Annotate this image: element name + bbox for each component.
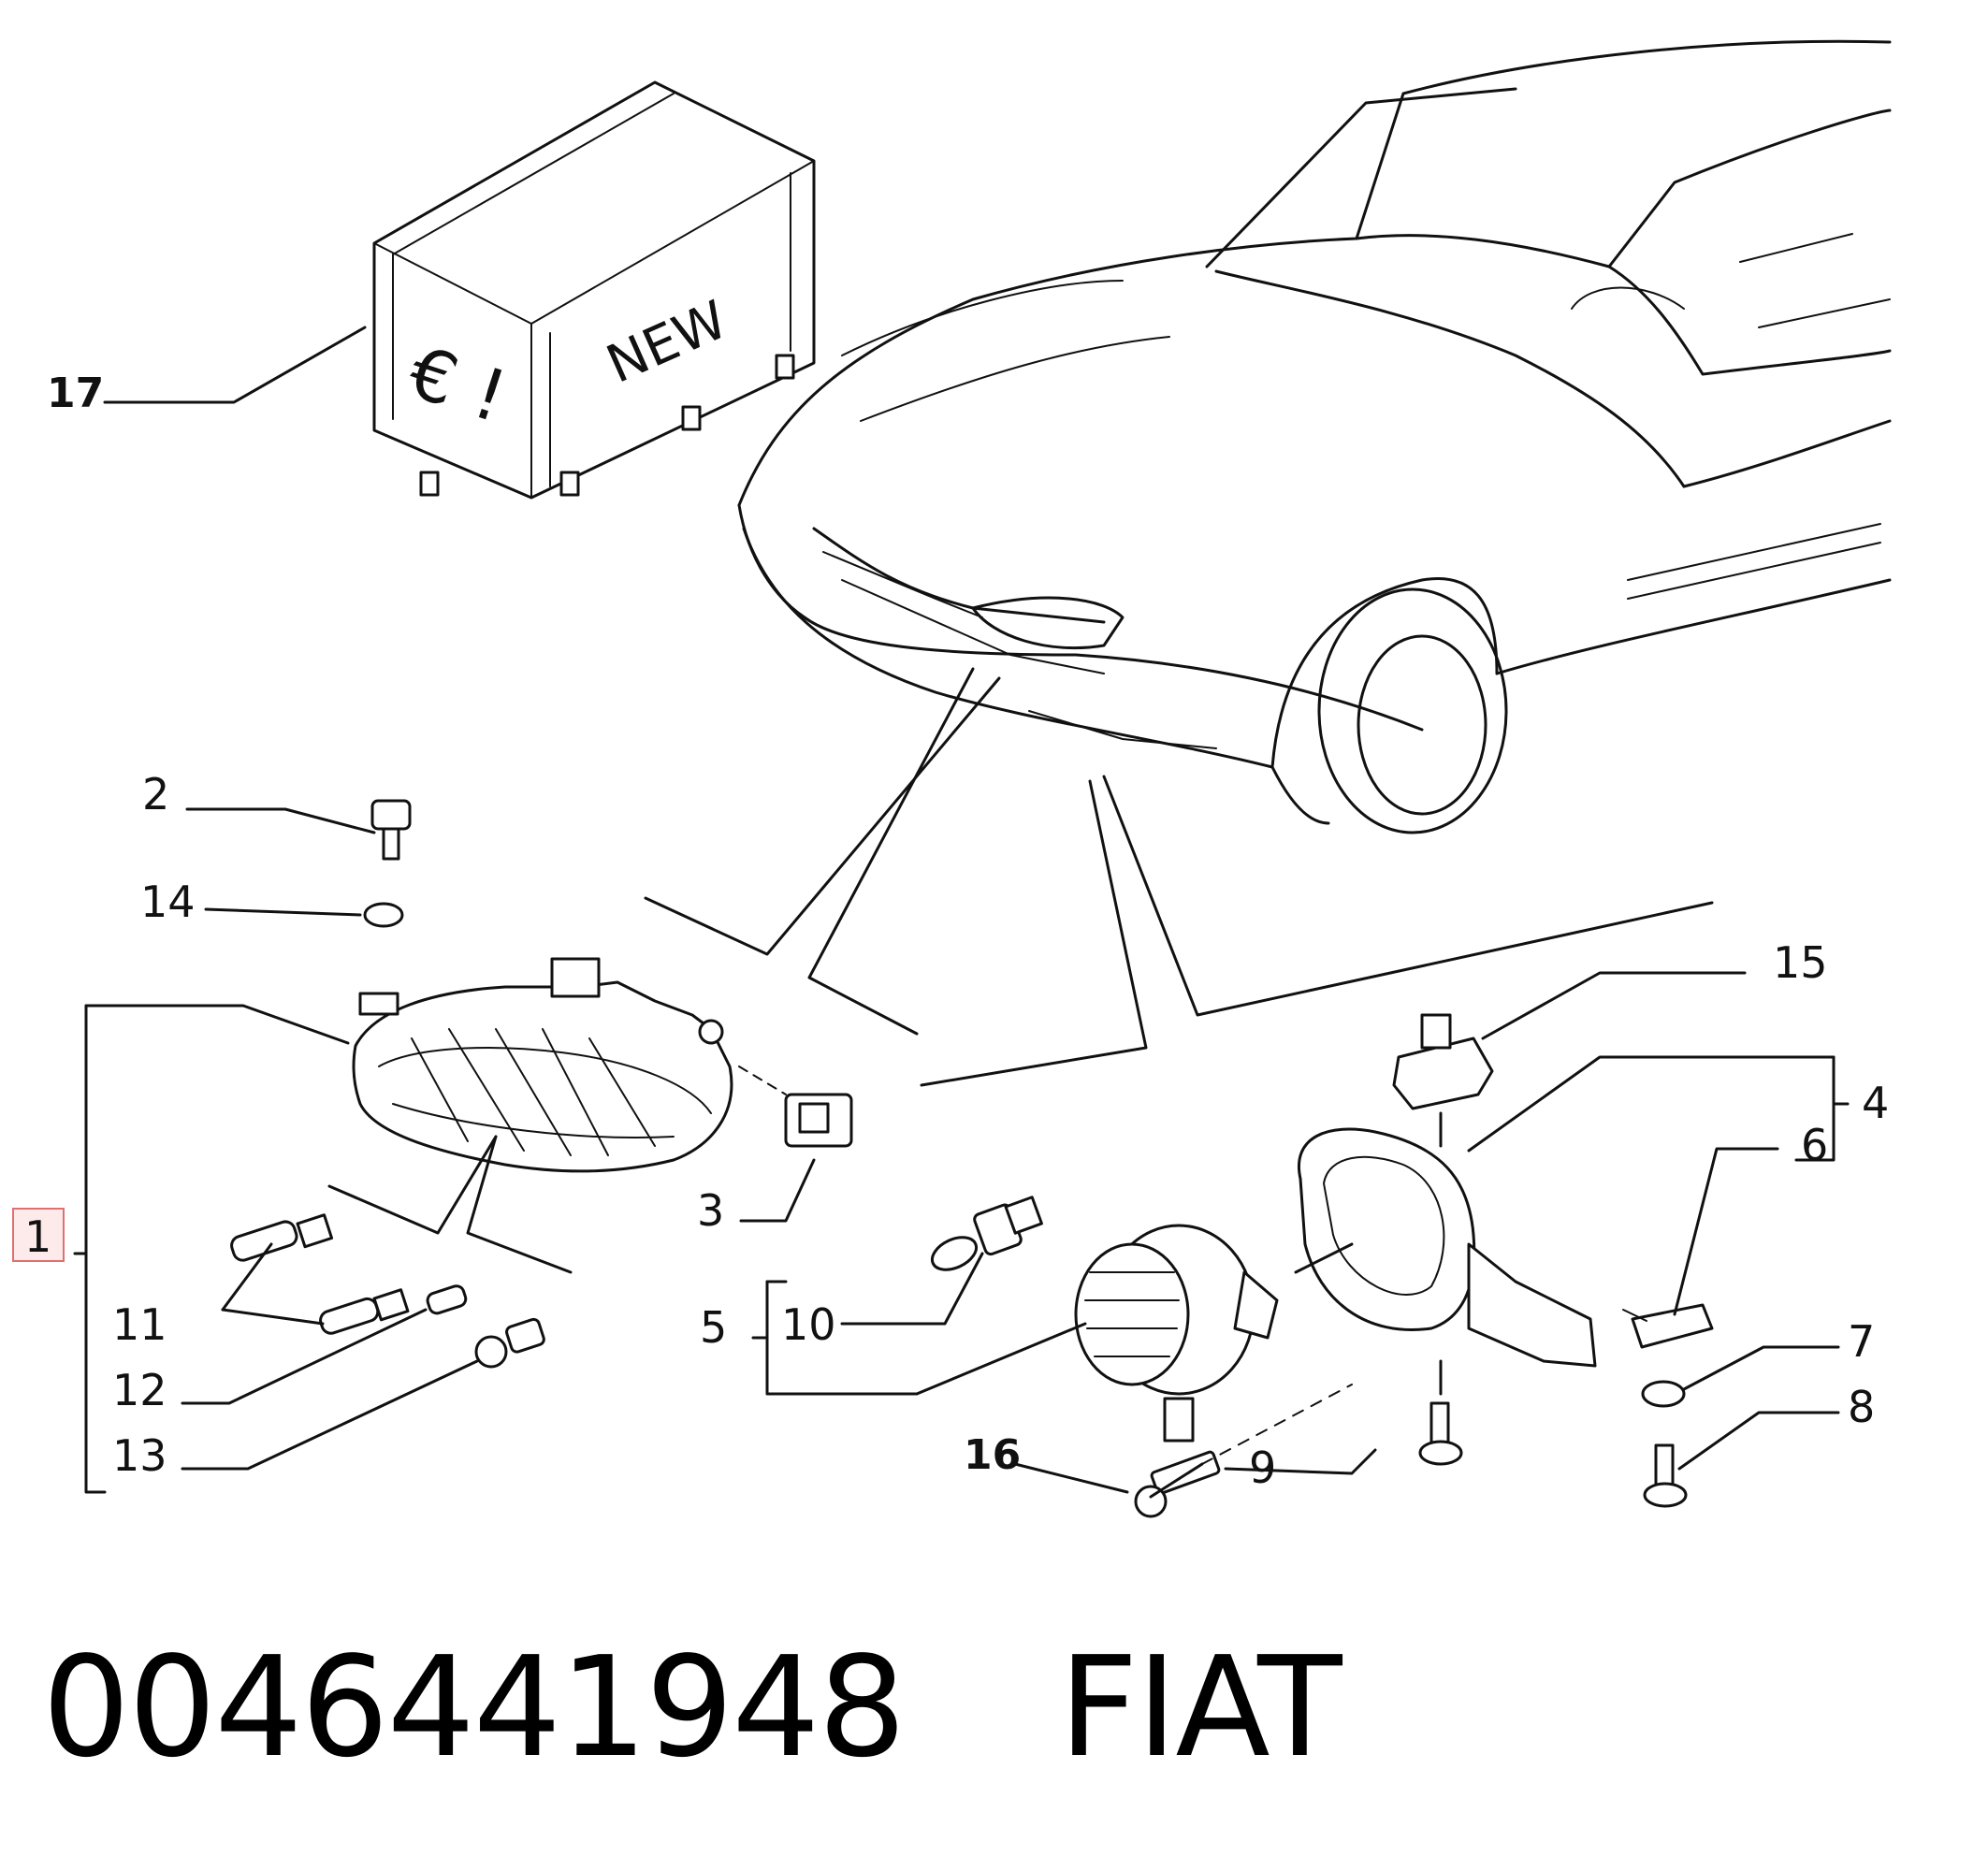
clip-part-15: [1392, 1013, 1494, 1110]
connector-part-3: [784, 1093, 853, 1148]
footer-caption: 0046441948 FIAT: [42, 1627, 1342, 1788]
leader-lines-car: [644, 667, 1714, 1087]
screw-part-16: [1134, 1450, 1221, 1518]
callout-8[interactable]: 8: [1848, 1382, 1875, 1432]
callout-5[interactable]: 5: [700, 1302, 727, 1353]
screw-part-9: [1418, 1401, 1463, 1466]
screw-part-8: [1643, 1443, 1688, 1508]
callout-9[interactable]: 9: [1249, 1443, 1276, 1493]
callout-7[interactable]: 7: [1848, 1316, 1875, 1367]
callout-1-highlight: [12, 1208, 65, 1262]
packaging-box: NEW € !: [372, 80, 816, 500]
callout-17[interactable]: 17: [47, 370, 104, 417]
part-number: 0046441948: [42, 1627, 907, 1788]
washer-part-7: [1641, 1380, 1686, 1408]
callout-4[interactable]: 4: [1862, 1078, 1889, 1128]
callout-14[interactable]: 14: [140, 877, 196, 927]
callout-11[interactable]: 11: [112, 1299, 167, 1350]
car-illustration: [737, 39, 1892, 834]
callout-2[interactable]: 2: [142, 769, 169, 819]
callout-15[interactable]: 15: [1773, 937, 1828, 988]
clip-part-6: [1622, 1303, 1714, 1349]
callout-3[interactable]: 3: [697, 1185, 724, 1236]
headlamp-part: [352, 957, 733, 1173]
foglamp-bulb-10: [930, 1196, 1043, 1271]
headlamp-leader: [327, 1135, 498, 1235]
callout-leaders: [73, 326, 1850, 1499]
bulbs-11-12-13: [230, 1213, 545, 1369]
foglamp-part: [1074, 1224, 1279, 1443]
callout-10[interactable]: 10: [781, 1299, 836, 1350]
callout-6[interactable]: 6: [1801, 1120, 1828, 1170]
bracket-part-4: [1298, 1127, 1597, 1368]
callout-12[interactable]: 12: [112, 1365, 167, 1415]
washer-part-14: [363, 902, 404, 928]
callout-1[interactable]: 1: [24, 1211, 51, 1262]
bolt-part-2: [370, 799, 412, 861]
brand-name: FIAT: [1058, 1627, 1342, 1788]
callout-16[interactable]: 16: [964, 1431, 1021, 1479]
callout-13[interactable]: 13: [112, 1430, 167, 1481]
